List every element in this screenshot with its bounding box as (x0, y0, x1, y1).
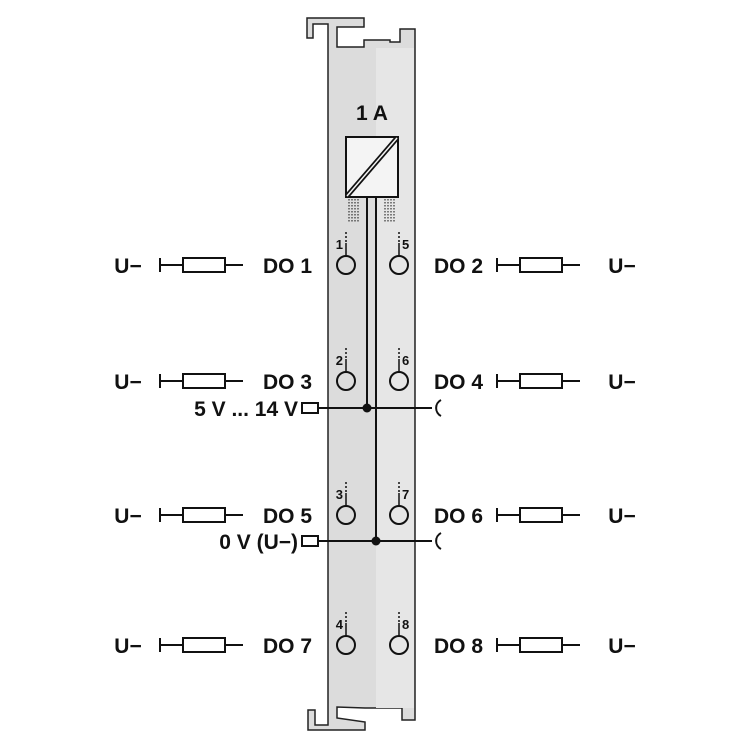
channel-label: DO 3 (263, 371, 312, 394)
channel-label: DO 6 (434, 505, 483, 528)
channel-label: DO 4 (434, 371, 483, 394)
load-ground-label: U− (608, 371, 635, 394)
load-ground-label: U− (608, 635, 635, 658)
pin-number: 4 (336, 617, 344, 632)
channel-2: 5 DO 2 U− (389, 232, 636, 278)
ground-label: 0 V (U−) (219, 531, 298, 554)
pin-number: 3 (336, 487, 343, 502)
pin-number: 2 (336, 353, 343, 368)
load-ground-label: U− (114, 371, 141, 394)
supply-label: 5 V ... 14 V (194, 398, 298, 421)
channel-label: DO 7 (263, 635, 312, 658)
channel-3: 2 DO 3 U− (114, 348, 356, 394)
module-title: 1 A (356, 102, 388, 125)
resistor-icon (519, 373, 563, 389)
channel-6: 7 DO 6 U− (389, 482, 636, 528)
channel-label: DO 1 (263, 255, 312, 278)
junction-dot (371, 536, 381, 546)
channel-5: 3 DO 5 U− (114, 482, 356, 528)
pin-number: 8 (402, 617, 409, 632)
resistor-icon (182, 507, 226, 523)
channel-7: 4 DO 7 U− (114, 612, 356, 658)
load-ground-label: U− (114, 635, 141, 658)
channel-8: 8 DO 8 U− (389, 612, 636, 658)
channel-4: 6 DO 4 U− (389, 348, 636, 394)
connector-arc-icon (435, 532, 442, 550)
channel-label: DO 5 (263, 505, 312, 528)
channel-label: DO 2 (434, 255, 483, 278)
resistor-icon (519, 257, 563, 273)
channel-label: DO 8 (434, 635, 483, 658)
load-ground-label: U− (608, 505, 635, 528)
resistor-icon (182, 637, 226, 653)
connector-arc-icon (435, 399, 442, 417)
pin-number: 7 (402, 487, 409, 502)
resistor-icon (519, 637, 563, 653)
resistor-icon (182, 257, 226, 273)
ground-connection: 0 V (U−) (219, 531, 442, 554)
load-ground-label: U− (114, 505, 141, 528)
pin-number: 1 (336, 237, 343, 252)
load-ground-label: U− (608, 255, 635, 278)
supply-connection: 5 V ... 14 V (194, 398, 442, 421)
resistor-icon (182, 373, 226, 389)
junction-dot (362, 403, 372, 413)
converter-icon (345, 136, 399, 222)
resistor-icon (519, 507, 563, 523)
pin-number: 6 (402, 353, 409, 368)
channel-1: 1 DO 1 U− (114, 232, 356, 278)
load-ground-label: U− (114, 255, 141, 278)
pin-number: 5 (402, 237, 409, 252)
